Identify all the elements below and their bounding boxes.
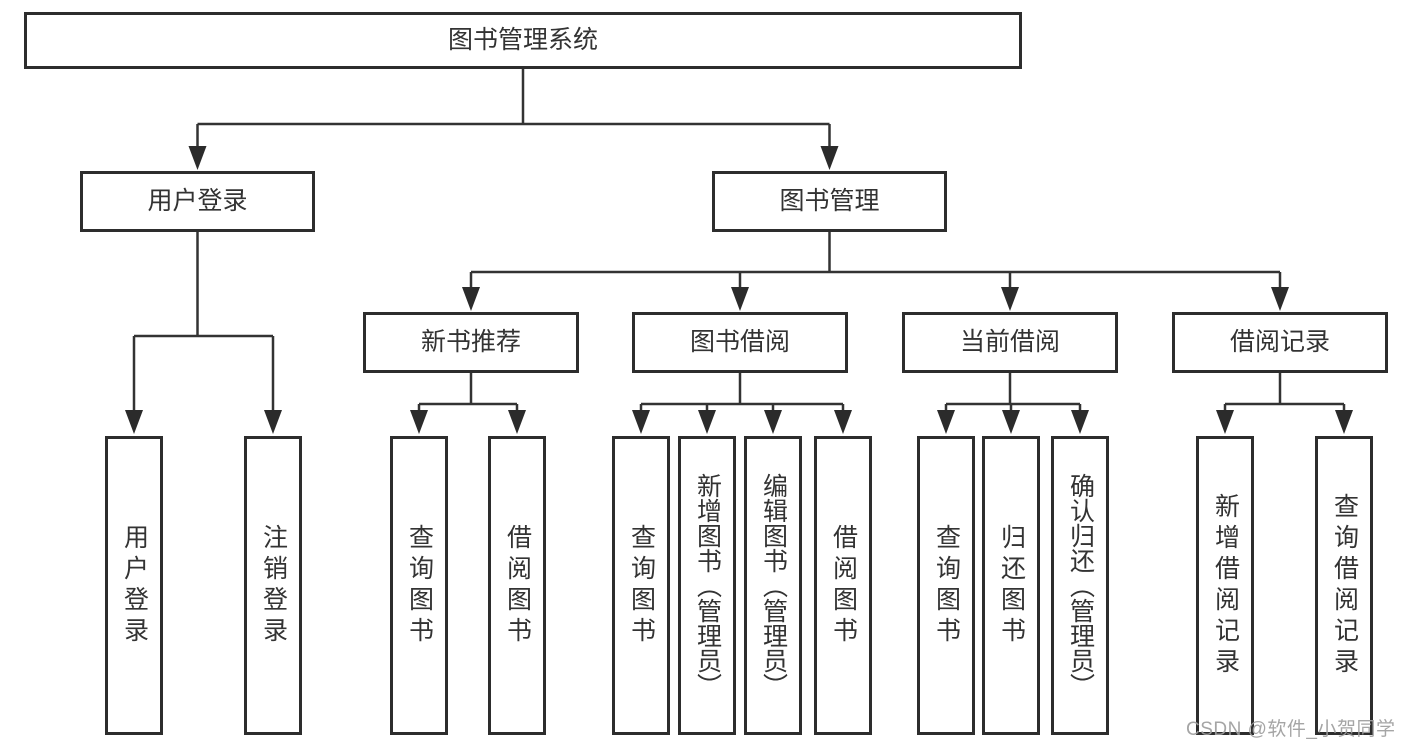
connector-records-to-leaves: [1223, 373, 1346, 414]
leaf-borrow-add-admin: 新增图书（管理员）: [678, 436, 736, 735]
arrow-icon: [125, 410, 143, 434]
arrow-icon: [1271, 287, 1289, 311]
connector-book-mgmt-to-level3: [469, 232, 1282, 290]
connector-current-to-leaves: [944, 373, 1082, 414]
node-user-login: 用户登录: [80, 171, 315, 232]
watermark: CSDN @软件_小贺同学: [1186, 719, 1396, 740]
leaf-borrow-borrow: 借阅图书: [814, 436, 872, 735]
arrow-icon: [1071, 410, 1089, 434]
leaf-records-add-label: 新增借阅记录: [1211, 492, 1240, 679]
arrow-icon: [937, 410, 955, 434]
leaf-user-login-label: 用户登录: [120, 523, 149, 648]
leaf-current-query: 查询图书: [917, 436, 975, 735]
arrow-icon: [188, 146, 207, 170]
arrow-icon: [410, 410, 428, 434]
arrow-icon: [632, 410, 650, 434]
arrow-icon: [1335, 410, 1353, 434]
leaf-borrow-edit-admin: 编辑图书（管理员）: [744, 436, 802, 735]
arrow-icon: [834, 410, 852, 434]
arrow-icon: [731, 287, 749, 311]
arrow-icon: [264, 410, 282, 434]
leaf-current-return: 归还图书: [982, 436, 1040, 735]
node-new-book-recommend-label: 新书推荐: [420, 328, 521, 356]
leaf-logout: 注销登录: [244, 436, 302, 735]
arrow-icon: [1001, 287, 1019, 311]
leaf-borrow-query: 查询图书: [612, 436, 670, 735]
connector-borrow-to-leaves: [639, 373, 845, 414]
arrowheads: [125, 146, 1353, 434]
node-book-borrow-label: 图书借阅: [689, 328, 790, 356]
arrow-icon: [1002, 410, 1020, 434]
leaf-new-book-borrow: 借阅图书: [488, 436, 546, 735]
connector-new-book-to-leaves: [417, 373, 519, 414]
connector-root-to-level2: [196, 69, 831, 150]
node-root-label: 图书管理系统: [447, 26, 598, 54]
leaf-logout-label: 注销登录: [259, 523, 288, 648]
leaf-current-query-label: 查询图书: [932, 523, 961, 648]
node-book-management-label: 图书管理: [779, 187, 880, 215]
leaf-records-add: 新增借阅记录: [1196, 436, 1254, 735]
leaf-current-confirm-admin: 确认归还（管理员）: [1051, 436, 1109, 735]
arrow-icon: [764, 410, 782, 434]
leaf-borrow-borrow-label: 借阅图书: [829, 523, 858, 648]
leaf-new-book-borrow-label: 借阅图书: [503, 523, 532, 648]
node-book-management: 图书管理: [712, 171, 947, 232]
node-borrow-records-label: 借阅记录: [1229, 328, 1330, 356]
leaf-records-query-label: 查询借阅记录: [1330, 492, 1359, 679]
node-user-login-label: 用户登录: [147, 187, 248, 215]
leaf-new-book-query: 查询图书: [390, 436, 448, 735]
node-book-borrow: 图书借阅: [632, 312, 848, 373]
leaf-borrow-query-label: 查询图书: [627, 523, 656, 648]
node-new-book-recommend: 新书推荐: [363, 312, 579, 373]
leaf-user-login: 用户登录: [105, 436, 163, 735]
arrow-icon: [508, 410, 526, 434]
node-root: 图书管理系统: [24, 12, 1022, 69]
leaf-records-query: 查询借阅记录: [1315, 436, 1373, 735]
leaf-new-book-query-label: 查询图书: [405, 523, 434, 648]
leaf-current-confirm-admin-label: 确认归还（管理员）: [1066, 473, 1095, 698]
node-current-borrow-label: 当前借阅: [959, 328, 1060, 356]
leaf-borrow-add-admin-label: 新增图书（管理员）: [693, 473, 722, 698]
leaf-current-return-label: 归还图书: [997, 523, 1026, 648]
node-borrow-records: 借阅记录: [1172, 312, 1388, 373]
arrow-icon: [1216, 410, 1234, 434]
arrow-icon: [698, 410, 716, 434]
node-current-borrow: 当前借阅: [902, 312, 1118, 373]
arrow-icon: [462, 287, 480, 311]
leaf-borrow-edit-admin-label: 编辑图书（管理员）: [759, 473, 788, 698]
connector-user-login-to-leaves: [132, 232, 275, 414]
arrow-icon: [820, 146, 839, 170]
